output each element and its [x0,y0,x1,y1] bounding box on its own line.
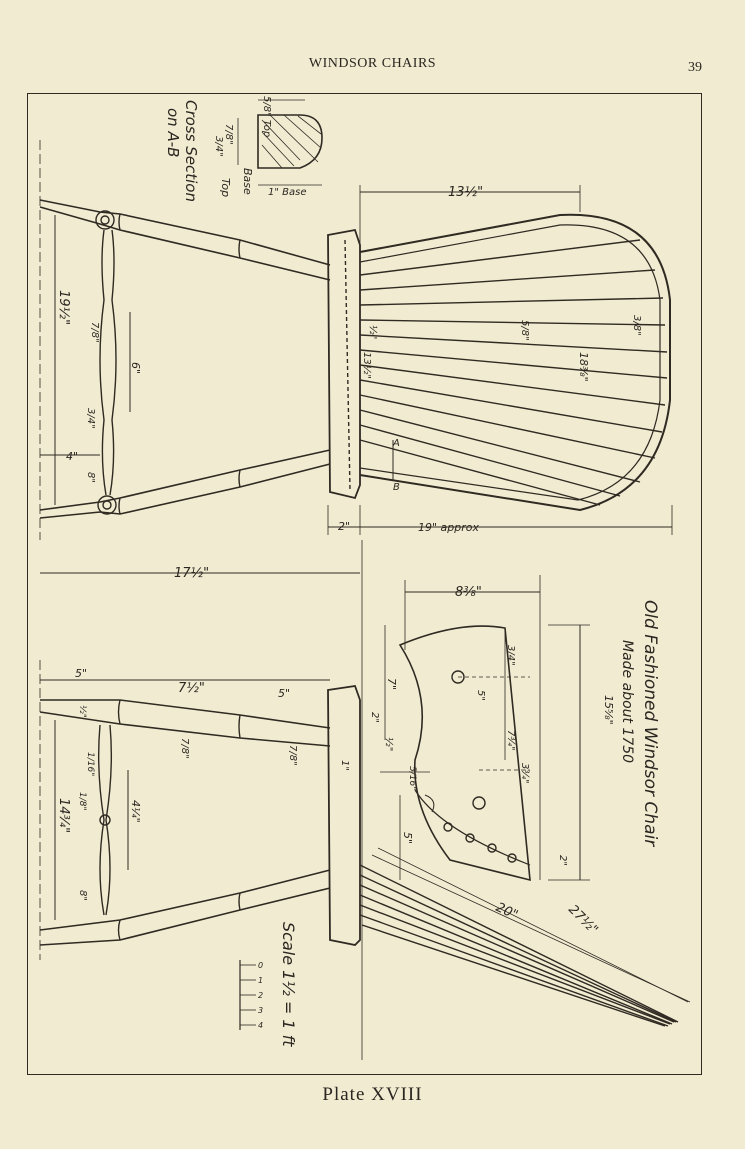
dim-back-27-1-2: 27½" [565,902,600,937]
dim-seat-depth: 15⅝" [602,695,615,725]
dim-bottom-8: 8" [85,472,96,483]
dim-seat-width: 8⅜" [455,585,482,600]
plate-caption: Plate XVIII [322,1084,423,1105]
dim-bottom-4: 4" [66,450,78,463]
dim-label-b: B [393,482,400,493]
dim-stretcher-3-4: 3/4" [85,408,96,429]
cs-side-dim: 3/4" [213,136,224,157]
scale-tick-3: 3 [258,1006,263,1015]
cross-section [237,99,323,186]
dim-side-1-16: 1/16" [85,752,95,776]
dim-seat-5: 5" [475,690,486,701]
dim-seat-1-2: ½" [383,737,395,751]
dim-back-height: 18⅜" [577,352,590,382]
dim-side-14-3-4: 14¾" [56,798,71,833]
side-elevation [39,575,691,1027]
dim-seat-thickness: 2" [338,520,350,533]
dim-seat-5-16: 5/16" [407,766,417,790]
scale-bar [239,960,256,1030]
dim-spindle-5-8: 5/8" [519,320,530,341]
dim-side-5-right: 5" [278,687,290,700]
dim-seat-7: 7" [385,678,398,690]
cross-section-label-1: Cross Section [182,100,200,202]
dim-back-width-top: 13½" [448,185,483,200]
cs-height-dim: 7/8" [223,124,234,145]
dim-front-13-1-2: 13½" [361,352,373,379]
dim-side-1-in: 1" [339,760,350,771]
dim-overall-front: 19" approx [418,521,480,534]
dim-front-1-2: ½" [367,325,379,339]
dim-leg-7-8: 7/8" [89,322,100,343]
dim-seat-3-3-4: 3¾" [519,763,530,784]
scale-label: Scale 1½ = 1 ft [279,922,298,1047]
dim-spindle-3-8: 3/8" [631,315,642,336]
cross-section-label-2: on A-B [164,108,182,157]
cs-base-label: Base [241,168,254,195]
dim-total-height-front: 19½" [56,290,71,325]
chair-title-line-1: Old Fashioned Windsor Chair [640,600,660,847]
cs-base-dim: 1" Base [268,187,307,198]
dim-mid-17-1-2: 17½" [174,566,209,581]
cs-top-label: Top [219,178,232,197]
running-head: WINDSOR CHAIRS [308,56,437,71]
dim-side-1-2: ½" [77,705,87,718]
dim-side-7-8-a: 7/8" [179,738,190,759]
chair-title-line-2: Made about 1750 [619,640,635,763]
dim-side-4-1-4: 4¼" [129,800,142,823]
scale-tick-2: 2 [258,991,263,1000]
dim-side-7-1-2: 7½" [178,681,205,696]
dim-side-5-left: 5" [75,667,87,680]
page-number: 39 [688,60,702,75]
dim-seat-5-lower: 5" [401,832,414,844]
dim-side-7-8-b: 7/8" [287,745,298,766]
scale-tick-4: 4 [258,1021,263,1030]
dim-seat-2-top: 2" [369,712,380,723]
dim-back-20: 20" [493,900,520,923]
dim-seat-2-lower: 2" [557,855,568,866]
dim-label-a: A [392,438,400,449]
cs-top-dim: 5/8" Top [261,96,272,137]
dim-side-8-bottom: 8" [77,890,88,901]
dim-stretcher-6: 6" [129,362,142,374]
scale-tick-1: 1 [258,976,263,985]
dim-seat-3-4: 3/4" [505,645,516,666]
dim-side-1-8: 1/8" [77,792,87,811]
scale-tick-0: 0 [258,961,263,970]
front-elevation [39,140,673,540]
dim-seat-7-3-4: 7¾" [505,730,516,751]
plate-frame [27,93,702,1075]
